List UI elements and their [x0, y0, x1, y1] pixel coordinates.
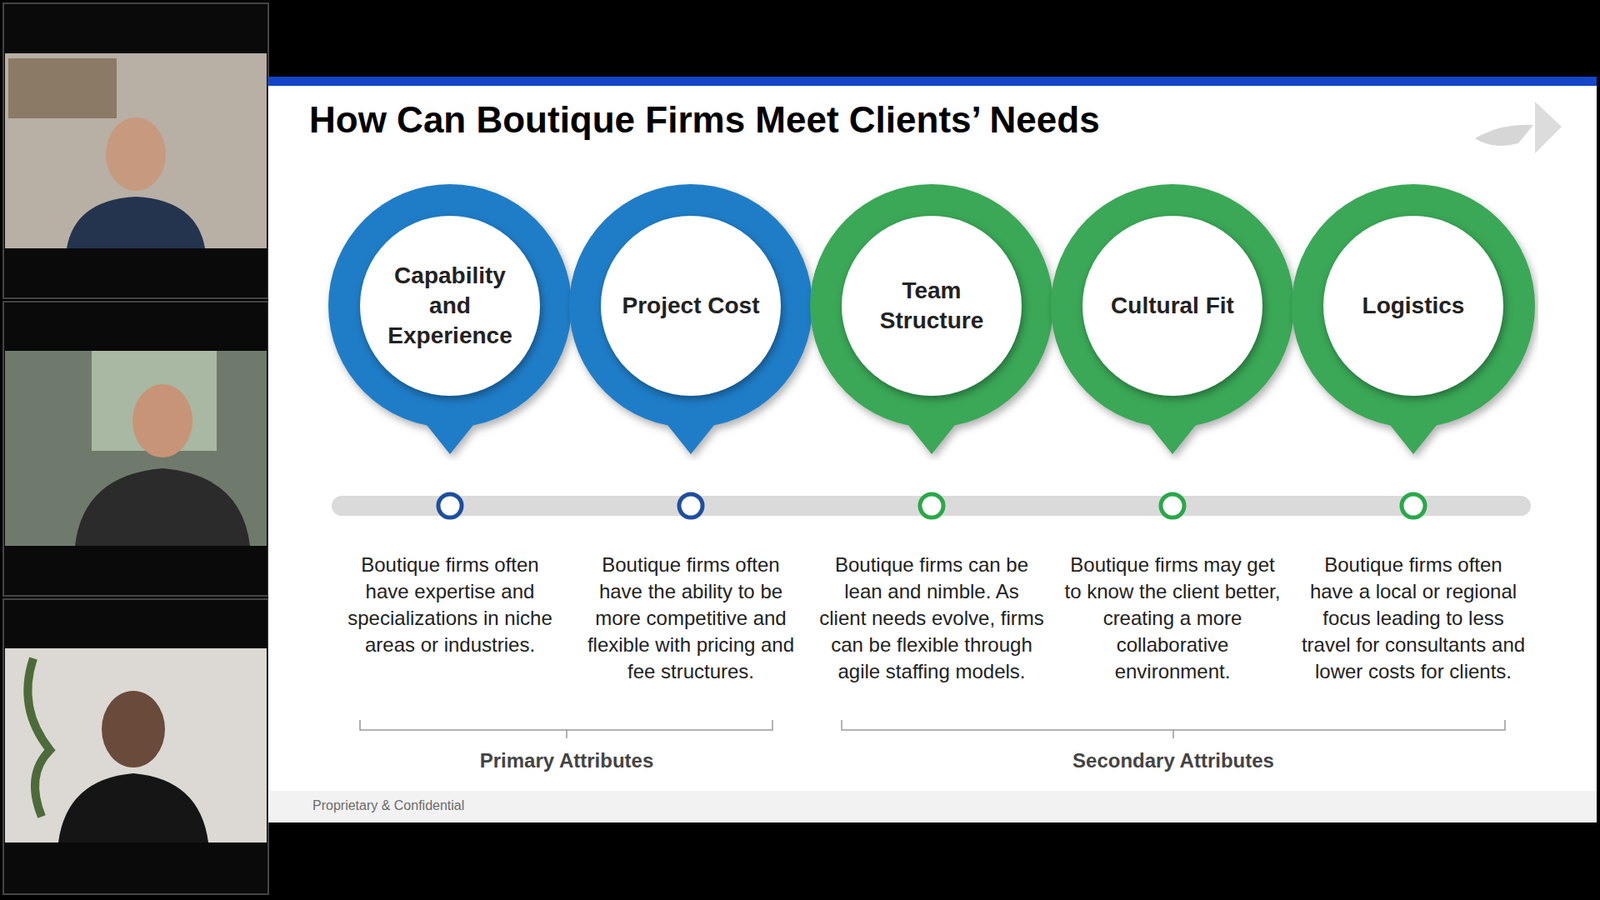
- pin-text-area: Capability and Experience: [360, 215, 540, 396]
- person-head: [105, 117, 166, 191]
- pin-circle: Logistics: [1288, 180, 1539, 461]
- pin-circle: Team Structure: [806, 180, 1057, 461]
- bracket: [841, 720, 1505, 739]
- slide: [268, 76, 1597, 823]
- pin-point: [898, 412, 965, 455]
- description-text: Boutique firms can be lean and nimble. A…: [819, 551, 1045, 685]
- slide-title: How Can Boutique Firms Meet Clients’ Nee…: [309, 100, 1100, 140]
- pin-ring: [1050, 184, 1295, 428]
- description-text: Boutique firms often have the ability to…: [578, 551, 804, 685]
- pin-label: Team Structure: [854, 275, 1010, 336]
- pin-label: Cultural Fit: [1095, 290, 1250, 321]
- slide-top-bar: [268, 76, 1597, 86]
- attribute-group-text: Primary Attributes: [400, 747, 734, 774]
- plant: [27, 658, 50, 817]
- pin-circle: Cultural Fit: [1047, 180, 1298, 461]
- pin-point: [1380, 412, 1447, 455]
- bracket: [360, 720, 773, 739]
- pin-text-area: Logistics: [1323, 215, 1504, 396]
- pin-text-area: Project Cost: [600, 215, 781, 396]
- pin-shape: [1288, 180, 1539, 461]
- video-feed: [5, 53, 267, 249]
- pin-label: Logistics: [1335, 290, 1491, 321]
- timeline-dot: [679, 494, 703, 518]
- person-head: [101, 690, 165, 768]
- pin-ring: [569, 184, 813, 428]
- footer-text: Proprietary & Confidential: [312, 797, 730, 815]
- pin-point: [657, 412, 725, 455]
- description-text: Boutique firms may get to know the clien…: [1060, 551, 1285, 685]
- attribute-group-text: Secondary Attributes: [1006, 747, 1340, 774]
- person-body: [75, 468, 250, 546]
- pin-ring: [328, 184, 572, 428]
- timeline-dot: [438, 494, 462, 518]
- video-feed: [5, 350, 267, 546]
- description-text: Boutique firms often have a local or reg…: [1300, 551, 1526, 685]
- pin-shape: [565, 180, 816, 461]
- pin-shape: [1047, 180, 1298, 461]
- timeline-dot: [920, 494, 944, 518]
- pin-label: Capability and Experience: [372, 260, 528, 350]
- pin-point: [1139, 412, 1206, 455]
- pin-circle: Capability and Experience: [325, 180, 575, 461]
- footer-band: [268, 790, 1597, 823]
- pin-text-area: Team Structure: [841, 215, 1022, 396]
- timeline-dot: [1160, 494, 1185, 518]
- person-head: [132, 384, 193, 458]
- timeline-dot: [1401, 494, 1425, 518]
- person-body: [58, 773, 209, 843]
- pin-face: [360, 215, 540, 396]
- pin-text-area: Cultural Fit: [1082, 215, 1263, 396]
- pin-ring: [1291, 184, 1535, 428]
- wall-picture: [8, 58, 117, 119]
- pin-circle: Project Cost: [565, 180, 816, 461]
- logo-arrow: [1535, 101, 1562, 154]
- pin-face: [1323, 215, 1504, 396]
- video-cell: [3, 301, 269, 596]
- video-feed: [5, 648, 267, 843]
- logo-swoosh: [1475, 125, 1534, 146]
- person-body: [66, 196, 205, 249]
- video-cell: [3, 3, 269, 299]
- pin-face: [841, 215, 1022, 396]
- pin-shape: [325, 180, 575, 461]
- pin-face: [1082, 215, 1263, 396]
- description-text: Boutique firms often have expertise and …: [337, 551, 563, 659]
- pin-ring: [810, 184, 1054, 428]
- pin-point: [416, 412, 484, 455]
- video-cell: [3, 599, 269, 895]
- pin-label: Project Cost: [613, 290, 769, 321]
- pin-face: [600, 215, 781, 396]
